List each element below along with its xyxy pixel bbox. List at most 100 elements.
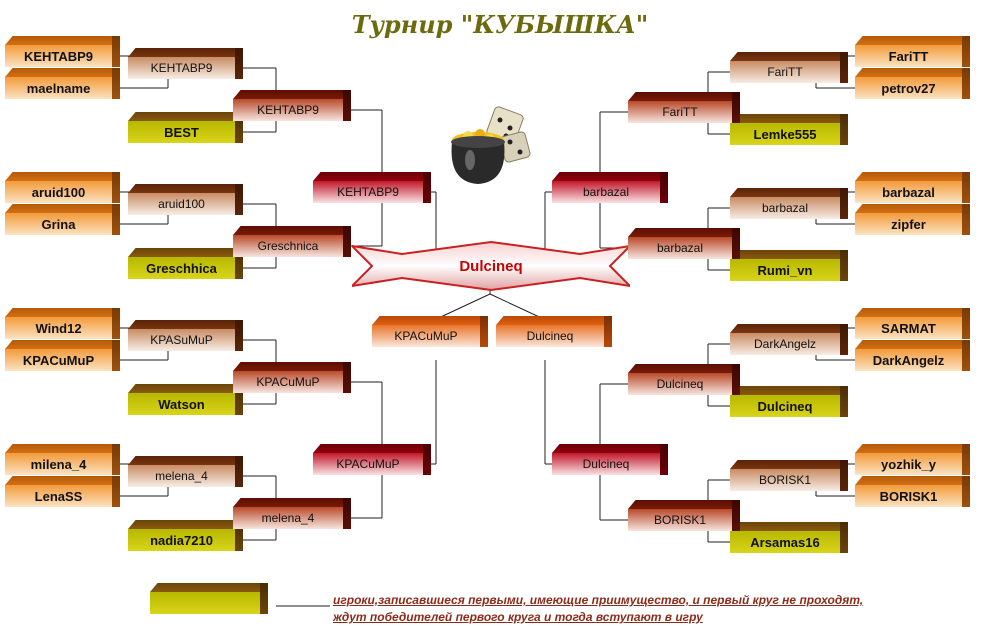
box-top	[128, 456, 243, 465]
box-top	[5, 340, 120, 349]
player-name: Arsamas16	[730, 531, 840, 553]
box-top	[730, 386, 848, 395]
box-top	[150, 583, 268, 592]
player-name: Dulcineq	[496, 325, 604, 347]
seeded-player-right: Dulcineq	[730, 386, 848, 417]
box-side	[962, 172, 970, 203]
player-name: KPACuMuP	[233, 371, 343, 393]
legend-line-1: игроки,записавшиеся первыми, имеющие при…	[333, 593, 864, 607]
round3-player-left: Greschnica	[233, 226, 351, 257]
box-top	[313, 444, 431, 453]
quarter-player-left: KEHTABP9	[313, 172, 431, 203]
player-name: BORISK1	[855, 485, 962, 507]
champion-banner	[352, 240, 630, 292]
box-side	[423, 444, 431, 475]
round1-player-left: Grina	[5, 204, 120, 235]
box-side	[732, 500, 740, 531]
box-side	[235, 248, 243, 279]
player-name: BORISK1	[730, 469, 840, 491]
player-name: Lemke555	[730, 123, 840, 145]
player-name: Dulcineq	[552, 453, 660, 475]
player-name: FariTT	[730, 61, 840, 83]
round3-player-left: melena_4	[233, 498, 351, 529]
round1-player-left: LenaSS	[5, 476, 120, 507]
round1-player-right: SARMAT	[855, 308, 970, 339]
round1-player-right: FariTT	[855, 36, 970, 67]
player-name: petrov27	[855, 77, 962, 99]
box-side	[732, 364, 740, 395]
round2-player-right: FariTT	[730, 52, 848, 83]
player-name: aruid100	[128, 193, 235, 215]
box-top	[730, 250, 848, 259]
round1-player-left: KPACuMuP	[5, 340, 120, 371]
box-top	[233, 90, 351, 99]
box-side	[260, 583, 268, 614]
player-name: BORISK1	[628, 509, 732, 531]
box-side	[840, 460, 848, 491]
box-side	[343, 226, 351, 257]
player-name: LenaSS	[5, 485, 112, 507]
round1-player-right: BORISK1	[855, 476, 970, 507]
player-name: Grina	[5, 213, 112, 235]
box-side	[235, 520, 243, 551]
box-side	[112, 340, 120, 371]
champion-name: Dulcineq	[459, 258, 523, 275]
seeded-player-left: BEST	[128, 112, 243, 143]
player-name: SARMAT	[855, 317, 962, 339]
player-name: Dulcineq	[628, 373, 732, 395]
round1-player-right: petrov27	[855, 68, 970, 99]
player-name: Watson	[128, 393, 235, 415]
box-top	[233, 498, 351, 507]
box-top	[5, 204, 120, 213]
box-side	[480, 316, 488, 347]
box-side	[962, 308, 970, 339]
box-top	[552, 172, 668, 181]
box-top	[5, 476, 120, 485]
player-name: KEHTABP9	[128, 57, 235, 79]
box-side	[112, 36, 120, 67]
player-name: maelname	[5, 77, 112, 99]
player-name: Wind12	[5, 317, 112, 339]
round2-player-right: BORISK1	[730, 460, 848, 491]
box-side	[840, 114, 848, 145]
quarter-player-right: barbazal	[552, 172, 668, 203]
box-top	[628, 92, 740, 101]
round1-player-left: maelname	[5, 68, 120, 99]
box-top	[855, 308, 970, 317]
player-name: KEHTABP9	[233, 99, 343, 121]
box-top	[128, 520, 243, 529]
box-top	[855, 36, 970, 45]
round3-player-right: barbazal	[628, 228, 740, 259]
round2-player-right: DarkAngelz	[730, 324, 848, 355]
round1-player-left: KEHTABP9	[5, 36, 120, 67]
quarter-player-right: Dulcineq	[552, 444, 668, 475]
box-top	[372, 316, 488, 325]
round1-player-right: zipfer	[855, 204, 970, 235]
box-top	[628, 364, 740, 373]
box-side	[962, 476, 970, 507]
box-top	[855, 476, 970, 485]
box-top	[730, 460, 848, 469]
seeded-player-left: Watson	[128, 384, 243, 415]
seeded-player-left: nadia7210	[128, 520, 243, 551]
legend-line-2: ждут победителей первого круга и тогда в…	[333, 610, 703, 624]
player-name: milena_4	[5, 453, 112, 475]
box-side	[962, 444, 970, 475]
seeded-player-right: Arsamas16	[730, 522, 848, 553]
round1-player-right: yozhik_y	[855, 444, 970, 475]
box-side	[962, 68, 970, 99]
box-top	[730, 324, 848, 333]
box-side	[840, 52, 848, 83]
page-title: Турнир "КУБЫШКА"	[351, 10, 649, 39]
player-name: BEST	[128, 121, 235, 143]
box-top	[552, 444, 668, 453]
box-side	[660, 172, 668, 203]
player-name: KPASuMuP	[128, 329, 235, 351]
player-name: Rumi_vn	[730, 259, 840, 281]
pot-of-gold-icon	[440, 104, 540, 190]
box-side	[840, 386, 848, 417]
player-name: Greschhica	[128, 257, 235, 279]
box-top	[855, 68, 970, 77]
round2-player-right: barbazal	[730, 188, 848, 219]
semifinal-player-right: Dulcineq	[496, 316, 612, 347]
